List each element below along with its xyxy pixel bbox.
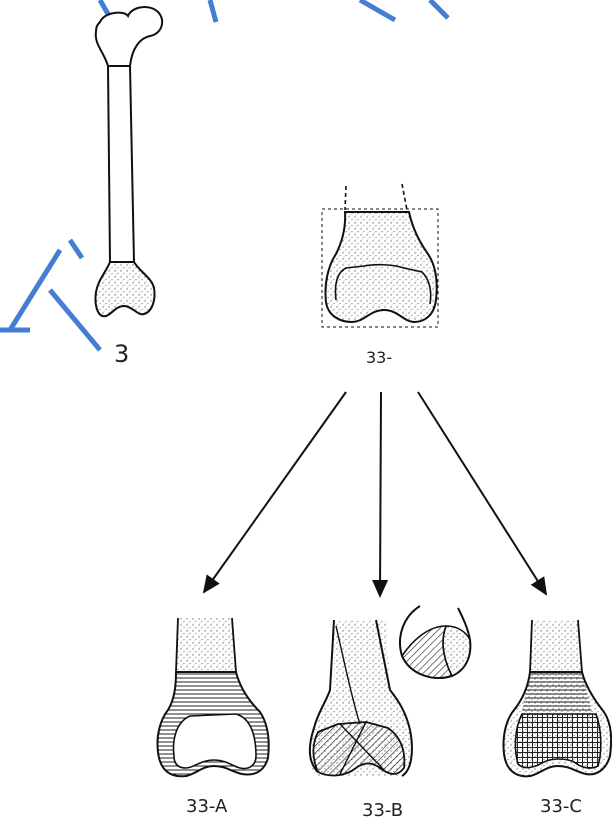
arrow-to-33b	[380, 392, 381, 596]
fracture-33c	[503, 620, 611, 776]
femur-illustration	[95, 7, 162, 316]
type-a-label: 33-A	[186, 796, 227, 817]
arrow-to-33c	[418, 392, 546, 594]
femur-shaft	[108, 66, 134, 262]
femur-distal-segment	[95, 262, 154, 316]
fracture-33b	[309, 606, 470, 776]
region-label: 33-	[366, 348, 392, 367]
segment-bone	[325, 212, 436, 322]
femur-proximal	[96, 7, 162, 66]
fracture-33a	[157, 618, 268, 776]
arrow-to-33a	[204, 392, 346, 592]
inset-condyle-fragment	[400, 606, 470, 678]
type-c-label: 33-C	[540, 796, 582, 817]
femur-label: 3	[114, 340, 129, 368]
classification-arrows	[204, 392, 546, 596]
bone-33a-shaft	[176, 618, 236, 672]
distal-femur-segment	[322, 184, 438, 327]
type-b-label: 33-B	[362, 800, 403, 821]
